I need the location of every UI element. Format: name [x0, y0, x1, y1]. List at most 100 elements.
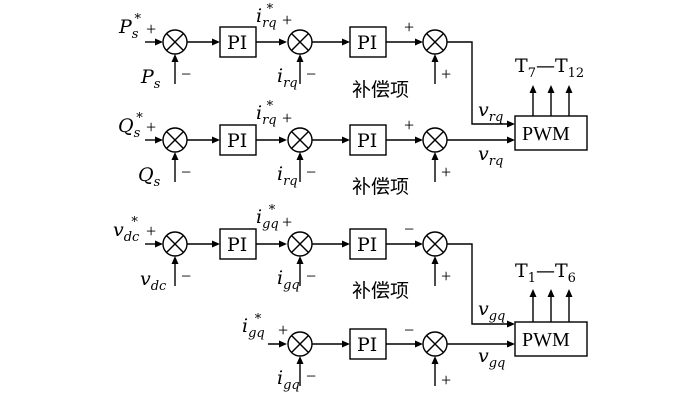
arrowhead: [547, 289, 555, 297]
arrowhead: [415, 136, 423, 144]
minus-sign: −: [404, 320, 414, 340]
row1-inner-fb-label: irq: [277, 65, 298, 91]
row2-sum3: [422, 127, 448, 153]
arrowhead: [212, 136, 220, 144]
row4-inner-fb-label: igq: [277, 367, 300, 393]
pwm-top-label: PWM: [522, 123, 570, 145]
arrowhead: [431, 152, 439, 160]
minus-sign: −: [306, 366, 316, 386]
row1-pi1-block: [219, 26, 257, 58]
arrowhead: [415, 38, 423, 46]
arrowhead: [565, 85, 573, 93]
minus-sign: −: [306, 266, 316, 286]
arrowhead: [279, 340, 287, 348]
row2-inner-fb-label: irq: [277, 163, 298, 189]
plus-sign: +: [441, 370, 451, 390]
arrowhead: [279, 240, 287, 248]
row3-out-line: [447, 243, 513, 325]
row1-comp-label: 补偿项: [352, 79, 409, 101]
row1-pi1-label: PI: [227, 32, 247, 54]
row3-inner-fb-label: igq: [277, 267, 300, 293]
row2-comp-label: 补偿项: [352, 176, 409, 198]
arrowhead: [155, 38, 163, 46]
arrowhead: [507, 120, 515, 128]
row3-inner-ref-label: igq*: [256, 203, 279, 232]
minus-sign: −: [306, 162, 316, 182]
row1-inner-ref-label: irq*: [256, 2, 277, 31]
row4-out-label: vgq: [478, 345, 505, 371]
arrowhead: [342, 240, 350, 248]
arrowhead: [342, 38, 350, 46]
arrowhead: [296, 356, 304, 364]
arrowhead: [279, 136, 287, 144]
row2: Qs* + Qs − PI irq* + irq − PI + 补偿项 + vr…: [118, 99, 515, 198]
row4: igq* + igq − PI − + vgq: [242, 312, 515, 393]
arrowhead: [529, 85, 537, 93]
row2-pi2-label: PI: [357, 130, 377, 152]
arrowhead: [171, 54, 179, 62]
arrowhead: [342, 136, 350, 144]
arrowhead: [279, 38, 287, 46]
pwm-bottom-label: PWM: [522, 329, 570, 351]
minus-sign: −: [306, 64, 316, 84]
pwm-bottom-outputs-label: T1—T6: [515, 260, 576, 286]
arrowhead: [212, 38, 220, 46]
row1-pi2-label: PI: [357, 32, 377, 54]
row1-sum3: [422, 29, 448, 55]
arrowhead: [415, 340, 423, 348]
minus-sign: −: [181, 162, 191, 182]
row4-pi2-block: [349, 328, 387, 360]
row1-fb-label: Ps: [140, 66, 161, 92]
row2-sum1: [162, 127, 188, 153]
arrowhead: [431, 356, 439, 364]
plus-sign: +: [146, 117, 156, 137]
row1: Ps* + Ps − PI irq* + irq − PI + 补偿项 + vr…: [118, 2, 515, 128]
arrowhead: [296, 256, 304, 264]
row2-out-label: vrq: [478, 143, 503, 169]
row2-pi1-block: [219, 124, 257, 156]
plus-sign: +: [282, 108, 292, 128]
arrowhead: [415, 240, 423, 248]
plus-sign: +: [441, 266, 451, 286]
plus-sign: +: [404, 17, 414, 37]
plus-sign: +: [278, 320, 288, 340]
arrowhead: [507, 340, 515, 348]
row4-sum2: [287, 331, 313, 357]
arrowhead: [431, 256, 439, 264]
row3-sum3: [422, 231, 448, 257]
pwm-top: PWM T7—T12: [514, 55, 588, 151]
plus-sign: +: [441, 162, 451, 182]
row3-ref-label: vdc*: [113, 215, 140, 245]
row2-pi1-label: PI: [227, 130, 247, 152]
row1-sum1: [162, 29, 188, 55]
arrowhead: [431, 54, 439, 62]
arrowhead: [155, 136, 163, 144]
row4-sum3: [422, 331, 448, 357]
row1-out-label: vrq: [478, 99, 503, 125]
row3-fb-label: vdc: [140, 268, 167, 294]
arrowhead: [212, 240, 220, 248]
minus-sign: −: [404, 219, 414, 239]
arrowhead: [296, 152, 304, 160]
row1-ref-label: Ps*: [118, 12, 141, 42]
row1-out-line: [447, 41, 513, 125]
pwm-top-block: [514, 115, 588, 151]
row2-fb-label: Qs: [138, 164, 161, 190]
plus-sign: +: [282, 212, 292, 232]
plus-sign: +: [404, 115, 414, 135]
arrowhead: [547, 85, 555, 93]
plus-sign: +: [146, 19, 156, 39]
minus-sign: −: [181, 266, 191, 286]
arrowhead: [171, 256, 179, 264]
arrowhead: [529, 289, 537, 297]
row2-ref-label: Qs*: [118, 111, 143, 141]
arrowhead: [507, 320, 515, 328]
plus-sign: +: [146, 221, 156, 241]
row3-comp-label: 补偿项: [352, 280, 409, 302]
row3-out-label: vgq: [478, 298, 505, 324]
row3-pi1-label: PI: [227, 234, 247, 256]
row3-sum2: [287, 231, 313, 257]
row3-pi2-label: PI: [357, 234, 377, 256]
